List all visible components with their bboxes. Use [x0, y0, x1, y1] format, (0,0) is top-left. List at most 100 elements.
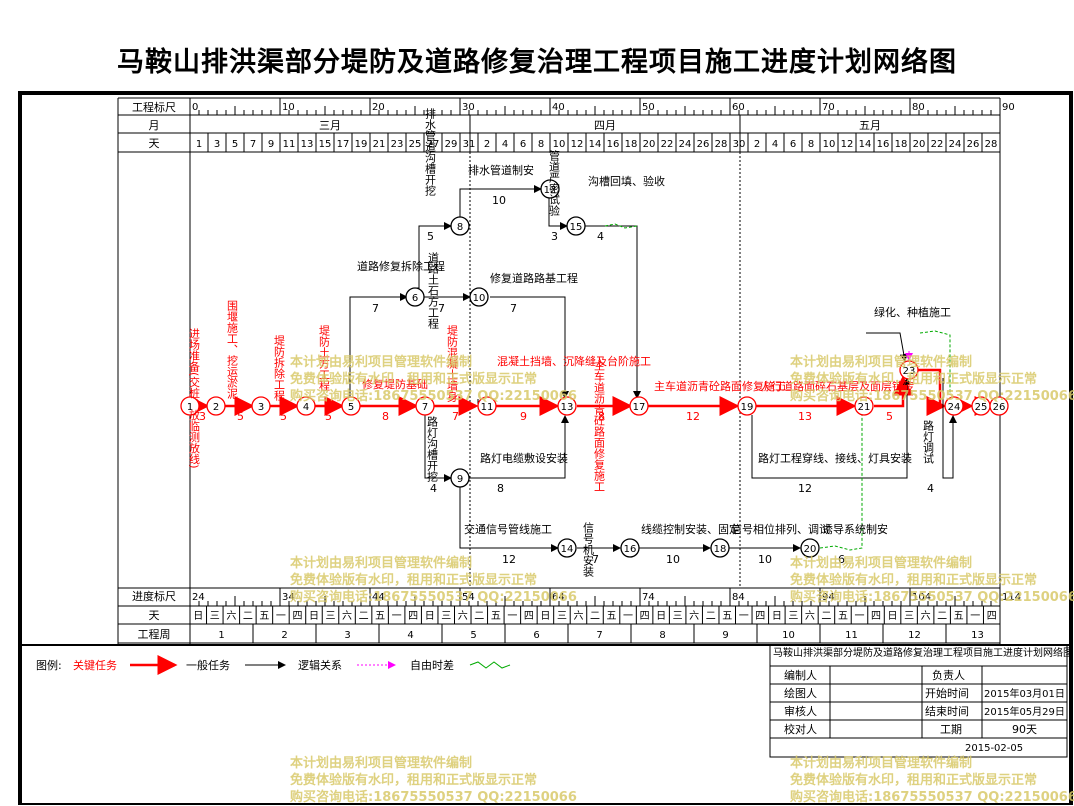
task-label: 诱导系统制安 — [822, 522, 888, 536]
node-id: 5 — [348, 402, 354, 413]
day-cell: 27 — [427, 139, 440, 150]
weekday-cell: 二 — [937, 611, 947, 622]
weekday-cell: 四 — [871, 611, 881, 622]
node-5[interactable] — [341, 396, 361, 416]
node-24[interactable] — [944, 396, 964, 416]
node-9[interactable] — [450, 468, 470, 488]
progress-scale-tick: 34 — [282, 592, 295, 603]
info-checker-label: 校对人 — [784, 722, 817, 736]
day-cell: 21 — [373, 139, 386, 150]
legend-critical: 关键任务 — [73, 658, 117, 672]
weekday-cell: 五 — [491, 611, 501, 622]
node-id: 1 — [187, 402, 193, 413]
node-11[interactable] — [477, 396, 497, 416]
task-duration: 5 — [886, 410, 893, 423]
info-end-value: 2015年05月29日 — [984, 705, 1065, 718]
task-duration: 4 — [927, 482, 934, 495]
weekday-cell: 二 — [706, 611, 716, 622]
weekday-cell: 日 — [772, 611, 782, 622]
node-7[interactable] — [415, 396, 435, 416]
watermark: 本计划由易利项目管理软件编制免费体验版有水印，租用和正式版显示正常购买咨询电话:… — [290, 556, 577, 605]
node-21[interactable] — [854, 396, 874, 416]
day-cell: 2 — [754, 139, 760, 150]
day-cell: 31 — [463, 139, 476, 150]
node-4[interactable] — [296, 396, 316, 416]
node-3[interactable] — [251, 396, 271, 416]
node-16[interactable] — [620, 538, 640, 558]
weekday-cell: 一 — [854, 611, 864, 622]
watermark: 本计划由易利项目管理软件编制免费体验版有水印，租用和正式版显示正常购买咨询电话:… — [790, 756, 1074, 805]
node-10[interactable] — [469, 287, 489, 307]
progress-scale-tick: 104 — [912, 592, 931, 603]
week-cell: 9 — [722, 630, 728, 641]
node-15[interactable] — [566, 216, 586, 236]
day-cell: 24 — [949, 139, 962, 150]
weekday-cell: 三 — [904, 611, 914, 622]
top-scale-tick: 10 — [282, 102, 295, 113]
day-cell: 20 — [643, 139, 656, 150]
node-17[interactable] — [629, 396, 649, 416]
node-8[interactable] — [450, 216, 470, 236]
node-id: 24 — [948, 402, 961, 413]
node-id: 23 — [903, 366, 916, 377]
day-cell: 30 — [733, 139, 746, 150]
info-block: 马鞍山排洪渠部分堤防及道路修复治理工程项目施工进度计划网络图 编制人 负责人 绘… — [769, 644, 1073, 758]
top-scale-tick: 70 — [822, 102, 835, 113]
node-2[interactable] — [206, 396, 226, 416]
node-id: 4 — [303, 402, 309, 413]
node-id: 8 — [457, 222, 463, 233]
top-scale-tick: 30 — [462, 102, 475, 113]
watermark: 本计划由易利项目管理软件编制免费体验版有水印，租用和正式版显示正常购买咨询电话:… — [790, 355, 1074, 404]
node-12[interactable] — [540, 179, 560, 199]
node-14[interactable] — [557, 538, 577, 558]
day-cell: 11 — [283, 139, 296, 150]
task-label: 排水管道沟槽开挖 — [424, 107, 437, 196]
task-label: 人行道路面碎石基层及面层铺砖 — [760, 379, 914, 393]
weekday-cell: 日 — [888, 611, 898, 622]
task-label: 线缆控制安装、固定 — [641, 522, 740, 536]
node-26[interactable] — [989, 396, 1009, 416]
top-scale-tick: 60 — [732, 102, 745, 113]
node-1[interactable] — [180, 396, 200, 416]
node-6[interactable] — [405, 287, 425, 307]
node-id: 3 — [258, 402, 264, 413]
weekday-cell: 三 — [326, 611, 336, 622]
task-label: 道路修复拆除工程 — [357, 259, 445, 273]
task-label: 主车道沥青砼路面修复施工 — [593, 360, 606, 492]
weekday-cell: 三 — [210, 611, 220, 622]
day-cell: 22 — [931, 139, 944, 150]
day-cell: 15 — [319, 139, 332, 150]
node-id: 7 — [422, 402, 428, 413]
node-id: 15 — [570, 222, 583, 233]
day-cell: 12 — [571, 139, 584, 150]
node-18[interactable] — [710, 538, 730, 558]
day-cell: 25 — [409, 139, 422, 150]
weekday-cell: 五 — [259, 611, 269, 622]
node-id: 26 — [993, 402, 1006, 413]
node-20[interactable] — [800, 538, 820, 558]
node-13[interactable] — [557, 396, 577, 416]
week-cell: 3 — [344, 630, 350, 641]
node-23[interactable] — [899, 360, 919, 380]
day-cell: 10 — [553, 139, 566, 150]
day-cell: 18 — [625, 139, 638, 150]
task-duration: 7 — [452, 410, 459, 423]
node-id: 20 — [804, 544, 817, 555]
info-drawer-label: 绘图人 — [784, 686, 817, 700]
day-cell: 23 — [391, 139, 404, 150]
task-label: 排水管道制安 — [468, 163, 534, 177]
weekday-cell: 二 — [243, 611, 253, 622]
day-cell: 6 — [520, 139, 526, 150]
task-duration: 5 — [280, 410, 287, 423]
task-duration: 5 — [325, 410, 332, 423]
legend-free: 自由时差 — [410, 658, 454, 672]
day-cell: 12 — [841, 139, 854, 150]
week-cell: 1 — [218, 630, 224, 641]
day-cell: 8 — [808, 139, 814, 150]
legend-normal: 一般任务 — [186, 659, 230, 672]
info-duration-label: 工期 — [940, 723, 962, 736]
node-id: 14 — [561, 544, 574, 555]
month-march: 三月 — [319, 119, 341, 132]
watermark: 本计划由易利项目管理软件编制免费体验版有水印，租用和正式版显示正常购买咨询电话:… — [790, 556, 1074, 605]
node-19[interactable] — [737, 396, 757, 416]
